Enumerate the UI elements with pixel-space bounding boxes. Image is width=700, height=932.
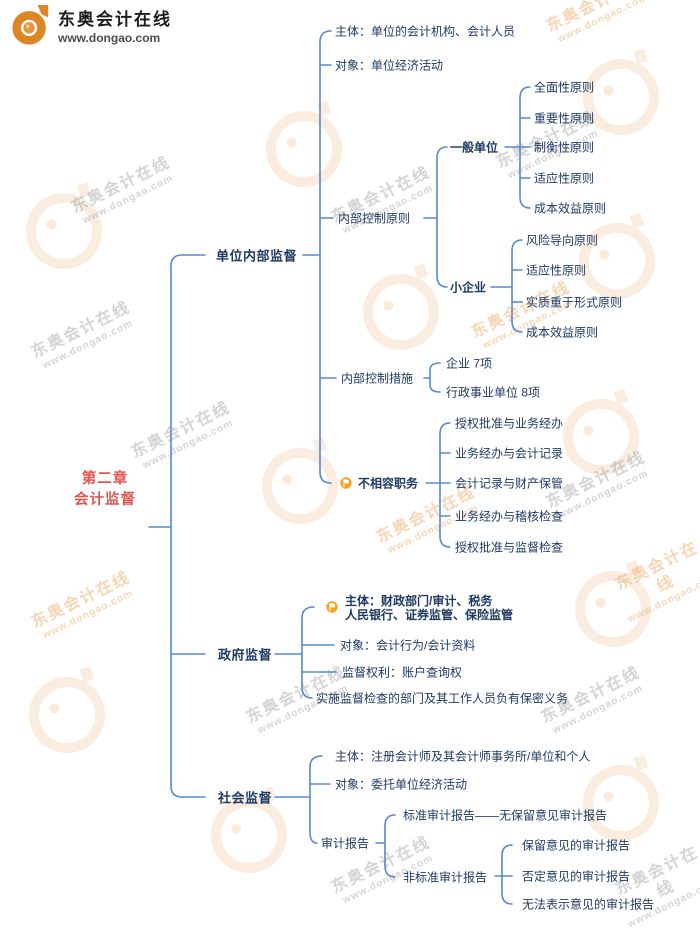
topic-principle-item: 成本效益原则 <box>526 325 599 340</box>
topic-government-supervision: 政府监督 <box>218 647 273 663</box>
topic-social-supervision: 社会监督 <box>218 790 273 806</box>
root-topic: 第二章 会计监督 <box>55 469 155 511</box>
topic-standard-audit-report: 标准审计报告——无保留意见审计报告 <box>403 808 608 823</box>
topic-principle-item: 风险导向原则 <box>526 233 599 248</box>
topic-duty-item: 会计记录与财产保管 <box>455 476 564 491</box>
dongao-logo-icon <box>12 4 49 45</box>
flag-marker-icon <box>326 601 338 613</box>
topic-incompatible-duties: 不相容职务 <box>358 476 419 491</box>
topic-duty-item: 授权批准与业务经办 <box>455 416 564 431</box>
topic-gov-object: 对象：会计行为/会计资料 <box>340 638 476 653</box>
topic-principle-item: 实质重于形式原则 <box>526 295 623 310</box>
root-title-line1: 第二章 <box>81 471 129 487</box>
topic-audit-report: 审计报告 <box>321 836 370 851</box>
topic-measure-item: 企业 7项 <box>446 356 493 371</box>
topic-social-object: 对象：委托单位经济活动 <box>335 777 468 792</box>
flag-marker-icon <box>340 477 352 489</box>
topic-principle-item: 适应性原则 <box>534 171 595 186</box>
topic-control-measures: 内部控制措施 <box>341 371 414 386</box>
topic-duty-item: 授权批准与监督检查 <box>455 540 564 555</box>
topic-control-principles: 内部控制原则 <box>338 211 411 226</box>
topic-gov-authority: 监督权利：账户查询权 <box>342 665 463 680</box>
topic-social-subject: 主体：注册会计师及其会计师事务所/单位和个人 <box>335 749 591 764</box>
topic-principle-item: 制衡性原则 <box>534 140 595 155</box>
topic-small-enterprise: 小企业 <box>450 280 487 295</box>
topic-gov-confidentiality: 实施监督检查的部门及其工作人员负有保密义务 <box>316 691 569 706</box>
topic-principle-item: 成本效益原则 <box>534 201 607 216</box>
gov-subject-line1: 主体：财政部门/审计、税务 <box>345 594 493 608</box>
topic-nonstandard-audit-report: 非标准审计报告 <box>403 870 488 885</box>
topic-internal-supervision: 单位内部监督 <box>216 248 298 264</box>
brand-logo: 东奥会计在线 www.dongao.com <box>10 4 172 46</box>
topic-principle-item: 适应性原则 <box>526 263 587 278</box>
topic-principle-item: 全面性原则 <box>534 80 595 95</box>
topic-internal-object: 对象：单位经济活动 <box>335 58 444 73</box>
brand-logo-text: 东奥会计在线 www.dongao.com <box>58 5 172 45</box>
brand-name: 东奥会计在线 <box>58 10 172 29</box>
topic-principle-item: 重要性原则 <box>534 111 595 126</box>
topic-measure-item: 行政事业单位 8项 <box>446 385 541 400</box>
topic-duty-item: 业务经办与会计记录 <box>455 446 564 461</box>
topic-audit-item: 保留意见的审计报告 <box>522 838 631 853</box>
topic-internal-subject: 主体：单位的会计机构、会计人员 <box>335 24 516 39</box>
topic-general-unit: 一般单位 <box>450 140 499 155</box>
gov-subject-line2: 人民银行、证券监管、保险监管 <box>345 608 514 622</box>
root-title-line2: 会计监督 <box>74 492 136 508</box>
topic-audit-item: 否定意见的审计报告 <box>522 869 631 884</box>
topic-audit-item: 无法表示意见的审计报告 <box>522 897 655 912</box>
topic-duty-item: 业务经办与稽核检查 <box>455 509 564 524</box>
topic-gov-subject: 主体：财政部门/审计、税务 人民银行、证券监管、保险监管 <box>345 594 513 622</box>
brand-url: www.dongao.com <box>58 31 161 45</box>
